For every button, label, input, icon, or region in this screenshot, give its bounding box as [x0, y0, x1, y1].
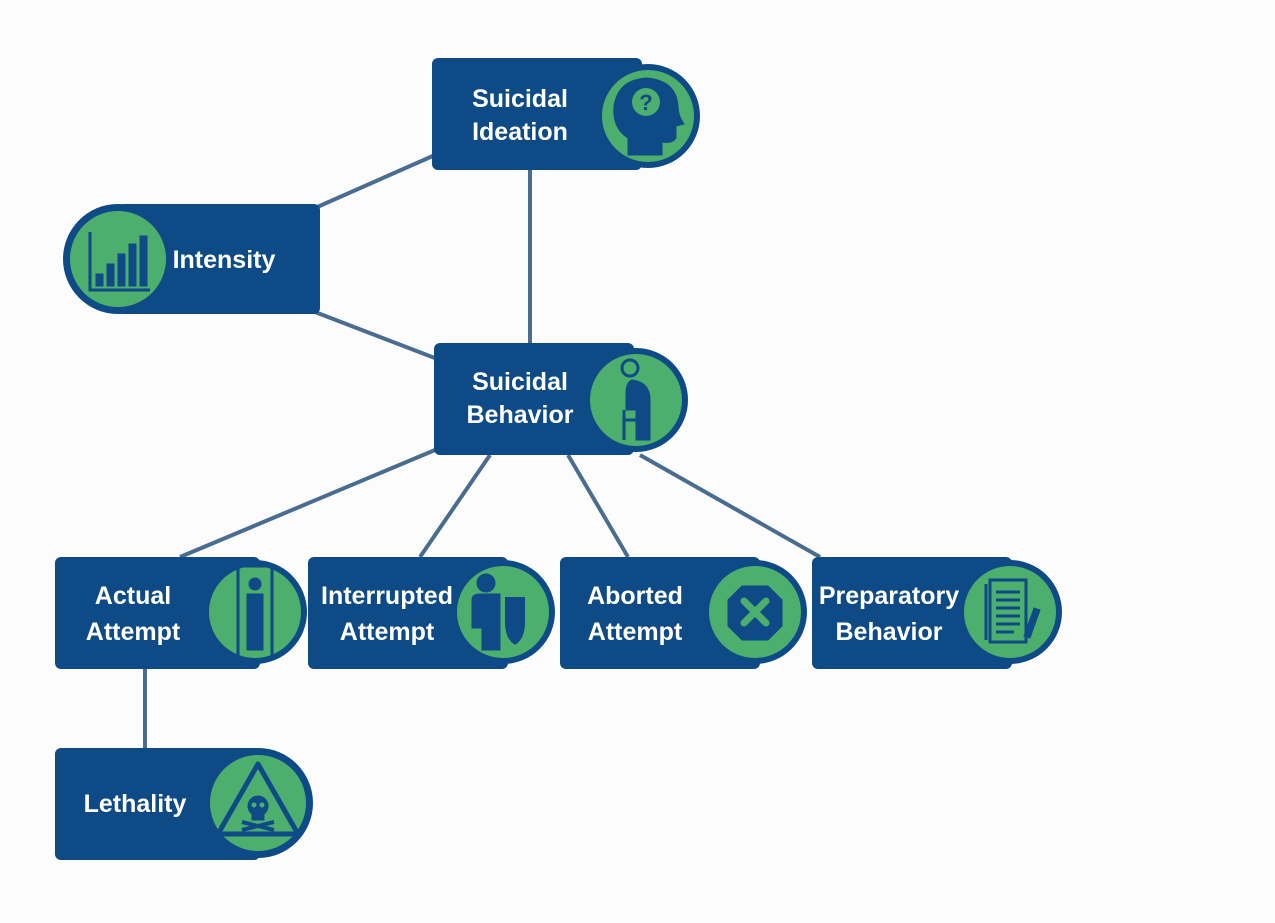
- node-label-line1: Suicidal: [472, 368, 568, 396]
- node-label-line2: Ideation: [472, 118, 568, 146]
- person-on-bed-icon: [236, 564, 274, 662]
- node-label-line1: Aborted: [587, 582, 683, 610]
- node-actual-attempt: Actual Attempt: [55, 557, 307, 669]
- edge-behavior-aborted: [566, 453, 630, 559]
- node-label-line1: Actual: [95, 582, 171, 610]
- node-label-line2: Attempt: [588, 618, 683, 646]
- node-label-line1: Intensity: [173, 246, 276, 274]
- edge-behavior-interrupted: [418, 453, 492, 559]
- bar-chart-icon: [88, 232, 150, 292]
- edge-behavior-preparatory: [639, 453, 821, 559]
- connectors: [143, 153, 821, 748]
- skull-warning-icon: [215, 761, 301, 837]
- node-label-line2: Attempt: [86, 618, 181, 646]
- node-interrupted-attempt: Interrupted Attempt: [308, 557, 555, 669]
- node-label-line1: Preparatory: [819, 582, 959, 610]
- head-question-icon: ?: [613, 77, 685, 156]
- node-suicidal-ideation: Suicidal Ideation ?: [432, 58, 700, 170]
- node-label-line1: Interrupted: [321, 582, 453, 610]
- x-cancel-icon: [727, 585, 783, 641]
- node-label-line2: Behavior: [836, 618, 943, 646]
- seated-person-icon: [620, 358, 651, 441]
- node-label-line1: Suicidal: [472, 85, 568, 113]
- edge-ideation-intensity: [314, 153, 436, 210]
- node-lethality: Lethality: [55, 748, 313, 860]
- node-label-line1: Lethality: [84, 790, 187, 818]
- node-preparatory-behavior: Preparatory Behavior: [812, 557, 1062, 669]
- person-shield-icon: [471, 573, 527, 651]
- node-suicidal-behavior: Suicidal Behavior: [434, 343, 688, 455]
- edge-behavior-actual: [179, 448, 436, 559]
- node-intensity: Intensity: [63, 204, 320, 314]
- svg-text:?: ?: [639, 90, 652, 115]
- node-label-line2: Behavior: [467, 401, 574, 429]
- edge-intensity-behavior: [314, 310, 441, 362]
- node-label-line2: Attempt: [340, 618, 435, 646]
- node-aborted-attempt: Aborted Attempt: [560, 557, 807, 669]
- notepad-icon: [984, 578, 1041, 644]
